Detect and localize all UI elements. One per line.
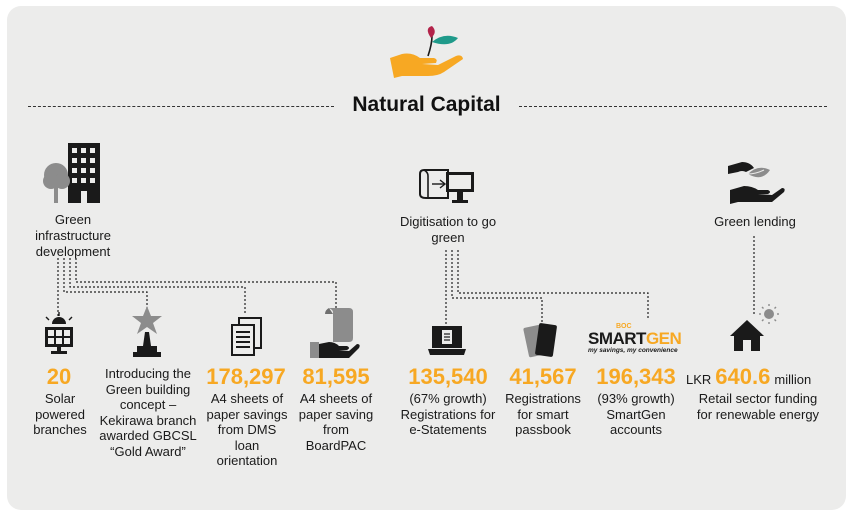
solar-house-icon <box>730 304 779 351</box>
item-value: 20 <box>46 364 72 389</box>
laptop-icon <box>428 326 466 355</box>
item-description: Retail sector funding for renewable ener… <box>696 391 820 422</box>
natural-capital-card <box>7 6 846 510</box>
category-label-infrastructure: Green infrastructure development <box>35 212 111 259</box>
item-description: Introducing the Green building concept –… <box>99 366 197 459</box>
item-value: 640.6 <box>715 364 771 389</box>
item-value: 81,595 <box>302 364 370 389</box>
currency-prefix: LKR <box>686 372 712 387</box>
hand-with-leaves-icon <box>390 26 463 78</box>
item-description: (67% growth) Registrations for e-Stateme… <box>400 391 496 437</box>
item-value: 135,540 <box>408 364 488 389</box>
hand-leaf-icon <box>728 162 785 204</box>
item-description: (93% growth) SmartGen accounts <box>597 391 675 437</box>
smartgen-brand-text: SMARTGEN <box>588 329 682 348</box>
item-description: Registrations for smart passbook <box>505 391 581 437</box>
item-description: A4 sheets of paper saving from BoardPAC <box>298 391 374 453</box>
smartphone-icon <box>523 323 557 358</box>
smartgen-tagline: my savings, my convenience <box>588 347 678 354</box>
category-label-digitisation: Digitisation to go green <box>399 214 497 245</box>
item-description: Solar powered branches <box>33 391 87 437</box>
unit-suffix: million <box>774 372 812 387</box>
scroll-monitor-icon <box>419 169 474 203</box>
item-value: 196,343 <box>596 364 676 389</box>
item-value: 178,297 <box>206 364 286 389</box>
title-rule-left <box>28 106 334 107</box>
category-label-green-lending: Green lending <box>714 214 796 229</box>
title-rule-right <box>519 106 827 107</box>
item-description: A4 sheets of paper savings from DMS loan… <box>206 391 288 468</box>
documents-icon <box>231 317 262 356</box>
smartgen-logo: BOC SMARTGEN my savings, my convenience <box>588 323 682 356</box>
building-tree-icon <box>43 143 100 203</box>
trophy-icon <box>132 306 162 357</box>
smartgen-boc-text: BOC <box>616 323 632 330</box>
page-title: Natural Capital <box>0 93 853 117</box>
solar-panel-icon <box>45 312 73 354</box>
item-value: 41,567 <box>509 364 577 389</box>
hand-scroll-icon <box>310 308 360 358</box>
